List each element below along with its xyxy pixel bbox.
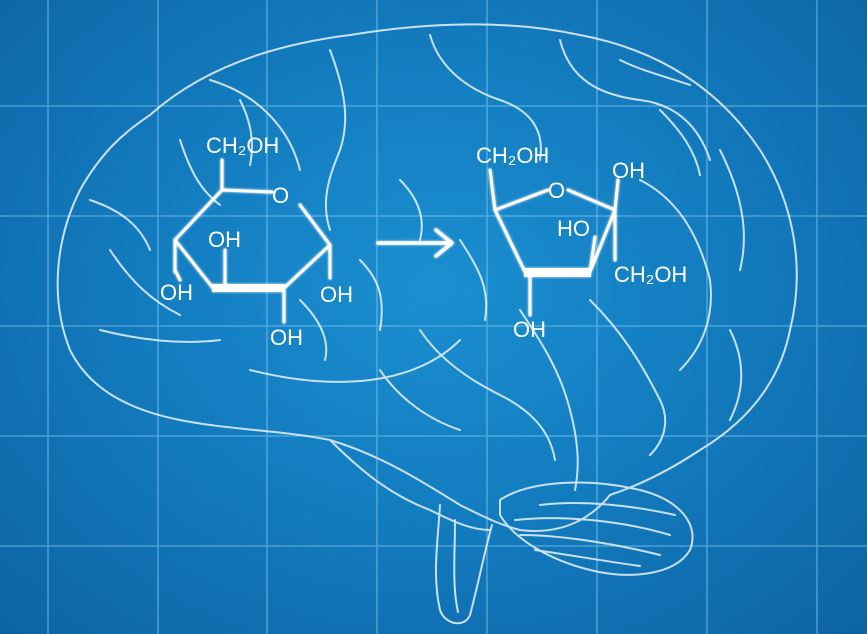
- glucose-oh-inner-label: OH: [208, 227, 241, 252]
- brain-sketch: [56, 23, 798, 625]
- glucose-oh-bottom-label: OH: [270, 325, 303, 350]
- glucose-labels: CH₂OH O OH OH OH OH: [160, 133, 353, 350]
- fructose-ch2oh-top-label: CH₂OH: [476, 143, 549, 168]
- fructose-oh-top-label: OH: [612, 158, 645, 183]
- fructose-ch2oh-right-label: CH₂OH: [614, 262, 687, 287]
- fructose-structure: [488, 168, 620, 317]
- fructose-oh-bottom-label: OH: [513, 317, 546, 342]
- glucose-oh-right-label: OH: [320, 282, 353, 307]
- fructose-ring-oxygen-label: O: [548, 178, 565, 203]
- fructose-labels: CH₂OH O OH HO CH₂OH OH: [476, 143, 687, 342]
- glucose-ch2oh-label: CH₂OH: [206, 133, 279, 158]
- reaction-arrow: [376, 228, 454, 258]
- glucose-ring-oxygen-label: O: [272, 183, 289, 208]
- glucose-structure: [173, 158, 332, 324]
- glucose-oh-left-label: OH: [160, 280, 193, 305]
- fructose-ho-inner-label: HO: [557, 216, 590, 241]
